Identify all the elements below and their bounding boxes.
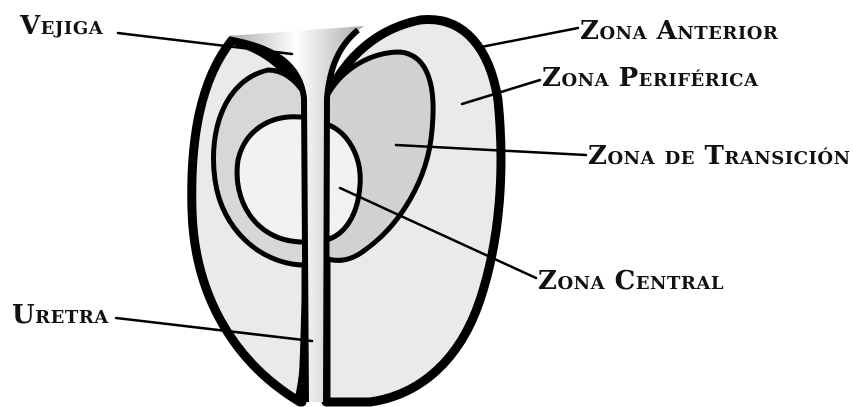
label-uretra: Uretra bbox=[12, 300, 109, 330]
label-zona-transicion: Zona de Transición bbox=[588, 141, 851, 171]
label-vejiga: Vejiga bbox=[19, 11, 104, 41]
label-zona-central: Zona Central bbox=[538, 266, 724, 296]
central-zone bbox=[237, 117, 360, 242]
label-zona-periferica: Zona Periférica bbox=[542, 63, 759, 93]
leader-zona-anterior bbox=[476, 28, 578, 48]
label-zona-anterior: Zona Anterior bbox=[580, 16, 779, 46]
